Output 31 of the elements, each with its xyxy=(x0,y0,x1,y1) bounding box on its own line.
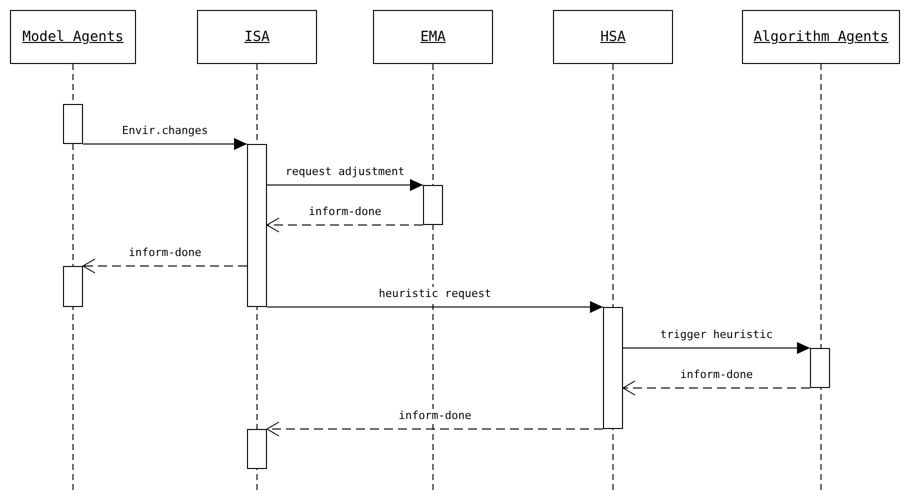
lifeline-head-box xyxy=(553,10,673,64)
participant-name: Model Agents xyxy=(22,29,124,45)
message-arrow xyxy=(266,301,604,313)
message-arrow xyxy=(82,258,248,274)
message-arrow xyxy=(82,138,248,150)
activation-bar xyxy=(247,144,267,307)
message-arrow xyxy=(266,218,424,232)
edge-label: trigger heuristic xyxy=(658,328,775,341)
participant-name: ISA xyxy=(244,29,270,45)
edge-label: inform-done xyxy=(396,409,474,422)
message-arrow xyxy=(266,422,604,436)
participant-name: Algorithm Agents xyxy=(754,29,888,45)
activation-bar xyxy=(63,104,83,144)
lifeline-head-box xyxy=(10,10,136,64)
activation-bar xyxy=(423,185,443,225)
participant-name: EMA xyxy=(420,29,446,45)
activation-bar xyxy=(63,266,83,307)
activation-bar xyxy=(810,348,830,388)
message-arrow xyxy=(622,380,810,396)
activation-bar xyxy=(247,429,267,469)
lifeline-head-box xyxy=(373,10,493,64)
edge-label: inform-done xyxy=(126,246,204,259)
activation-bar xyxy=(603,307,623,429)
edge-label: heuristic request xyxy=(376,287,494,300)
lifeline-head-box xyxy=(197,10,317,64)
message-arrow xyxy=(266,179,424,191)
edge-label: inform-done xyxy=(306,205,384,218)
edge-label: inform-done xyxy=(678,368,755,381)
message-arrow xyxy=(622,342,810,354)
participant-name: HSA xyxy=(600,29,626,45)
lifeline-head-box xyxy=(742,10,900,64)
